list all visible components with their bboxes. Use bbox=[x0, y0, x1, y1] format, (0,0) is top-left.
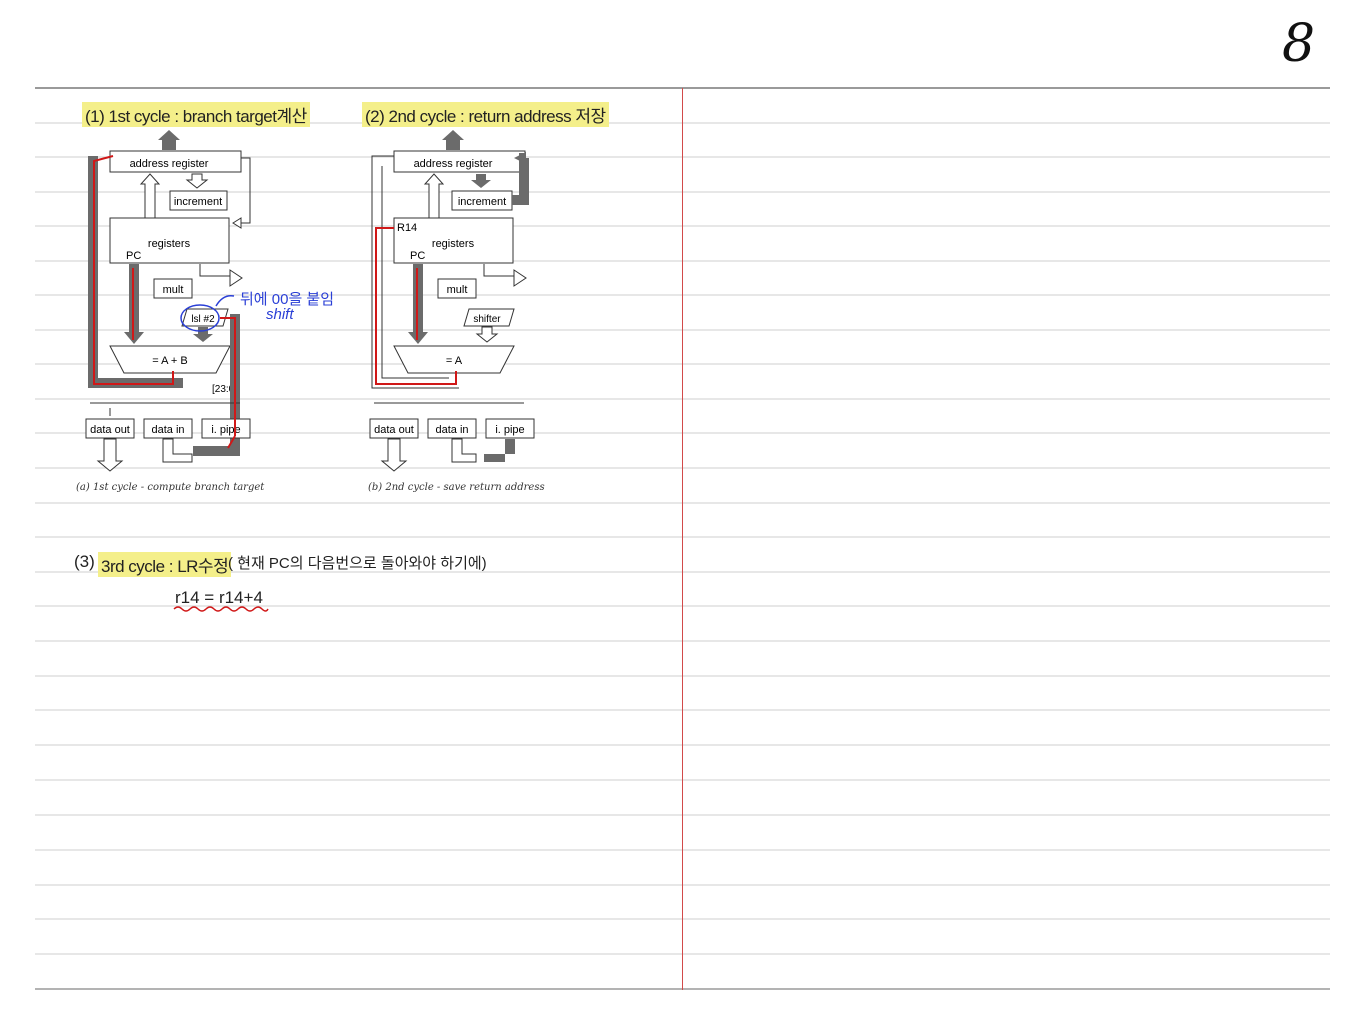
a-address-register: address register bbox=[130, 158, 209, 170]
b-data-in: data in bbox=[435, 424, 468, 436]
caption-b: (b) 2nd cycle - save return address bbox=[368, 482, 545, 493]
heading-3-note: ( 현재 PC의 다음번으로 돌아와야 하기에) bbox=[228, 555, 487, 572]
annotation-line-2: shift bbox=[266, 306, 294, 323]
b-shifter: shifter bbox=[473, 314, 501, 325]
annotation-line-1: 뒤에 00을 붙임 bbox=[240, 291, 335, 308]
formula: r14 = r14+4 bbox=[175, 588, 263, 607]
margin-line bbox=[682, 88, 683, 990]
b-i-pipe: i. pipe bbox=[495, 424, 524, 436]
a-alu: = A + B bbox=[152, 355, 187, 367]
b-address-register: address register bbox=[414, 158, 493, 170]
b-alu: = A bbox=[446, 355, 463, 367]
a-lsl: lsl #2 bbox=[191, 314, 215, 325]
a-pc: PC bbox=[126, 250, 141, 262]
a-i-pipe: i. pipe bbox=[211, 424, 240, 436]
page-number: 8 bbox=[1282, 14, 1316, 74]
b-mult: mult bbox=[447, 284, 468, 296]
a-increment: increment bbox=[174, 196, 222, 208]
heading-cycle-2: (2) 2nd cycle : return address 저장 bbox=[362, 102, 609, 127]
b-pc: PC bbox=[410, 250, 425, 262]
figure-a-datapath: address register increment registers PC … bbox=[85, 130, 251, 472]
a-data-out: data out bbox=[90, 424, 130, 436]
b-increment: increment bbox=[458, 196, 506, 208]
formula-underline bbox=[173, 606, 269, 612]
a-bits: [23:0] bbox=[212, 384, 237, 395]
b-r14: R14 bbox=[397, 222, 417, 234]
caption-a: (a) 1st cycle - compute branch target bbox=[76, 482, 265, 493]
annotation-circle bbox=[180, 294, 235, 332]
figure-b-datapath: address register increment R14 registers… bbox=[369, 130, 535, 472]
a-mult: mult bbox=[163, 284, 184, 296]
heading-3-prefix: (3) bbox=[74, 552, 95, 571]
heading-cycle-1: (1) 1st cycle : branch target계산 bbox=[82, 102, 310, 127]
a-registers: registers bbox=[148, 238, 191, 250]
b-data-out: data out bbox=[374, 424, 414, 436]
b-registers: registers bbox=[432, 238, 475, 250]
heading-cycle-3: 3rd cycle : LR수정 bbox=[98, 552, 232, 577]
a-data-in: data in bbox=[151, 424, 184, 436]
